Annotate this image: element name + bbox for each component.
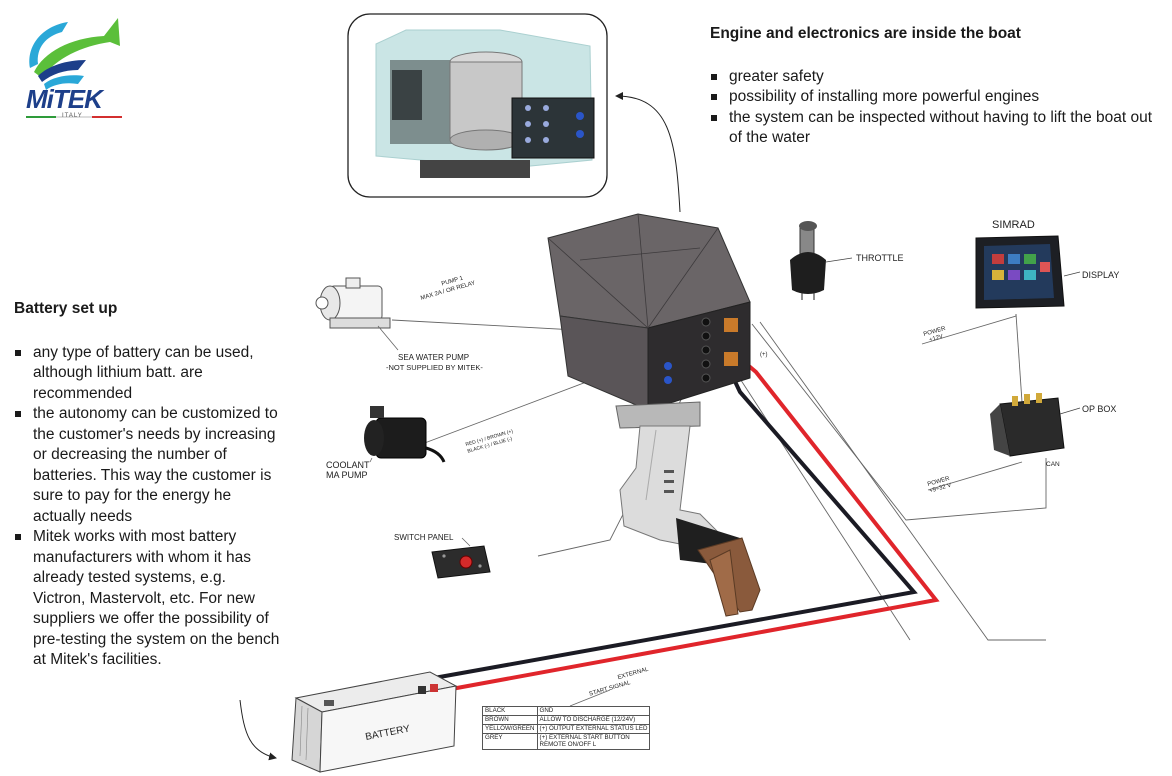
battery-unit <box>291 671 458 773</box>
battery-bullets: any type of battery can be used, althoug… <box>14 343 282 671</box>
coolant-pump <box>364 406 446 463</box>
brand-country: ITALY <box>62 113 83 119</box>
display-power-value: +12V <box>929 334 944 344</box>
mitek-logo-mark <box>26 18 122 118</box>
opbox-power-value: +9÷32 V <box>929 483 952 495</box>
battery-bullet: the autonomy can be customized to the cu… <box>14 404 282 527</box>
battery-info-block: Battery set up any type of battery can b… <box>14 299 282 671</box>
sea-water-pump <box>315 277 399 351</box>
can-label: CAN <box>1046 461 1060 468</box>
sea-water-pump-note: -NOT SUPPLIED BY MITEK- <box>386 363 483 372</box>
sea-water-pump-label: SEA WATER PUMP <box>398 353 469 362</box>
engine-bullet: the system can be inspected without havi… <box>710 108 1160 149</box>
drive-leg <box>619 425 761 617</box>
plus-label: (+) <box>760 352 768 358</box>
switch-panel <box>431 537 491 579</box>
wire-function-cell: (+) EXTERNAL START BUTTON REMOTE ON/OFF … <box>536 733 651 750</box>
engine-interior-inset <box>347 13 608 198</box>
simrad-display <box>975 235 1081 309</box>
wire-color-cell: BROWN <box>482 715 538 725</box>
coolant-pump-label: COOLANT <box>326 460 370 470</box>
display-label: DISPLAY <box>1082 270 1119 280</box>
external-signal-sub: START SIGNAL <box>589 680 632 698</box>
brand-name: MiTEK <box>26 84 103 114</box>
throttle-label: THROTTLE <box>856 253 904 263</box>
wire-function-cell: (+) OUTPUT EXTERNAL STATUS LED <box>536 724 651 734</box>
engine-info-block: Engine and electronics are inside the bo… <box>710 24 1160 149</box>
op-box-label: OP BOX <box>1082 404 1116 414</box>
table-row: YELLOW/GREEN (+) OUTPUT EXTERNAL STATUS … <box>482 724 651 734</box>
wire-color-table: BLACK GND BROWN ALLOW TO DISCHARGE (12/2… <box>482 706 651 750</box>
throttle-lever <box>790 221 853 300</box>
wire-function-cell: GND <box>536 706 651 716</box>
table-row: BLACK GND <box>482 706 651 716</box>
engine-unit <box>547 213 751 429</box>
wire-function-cell: ALLOW TO DISCHARGE (12/24V) <box>536 715 651 725</box>
table-row: GREY (+) EXTERNAL START BUTTON REMOTE ON… <box>482 733 651 750</box>
mitek-logo <box>24 12 124 124</box>
engine-bullet: greater safety <box>710 67 1160 88</box>
table-row: BROWN ALLOW TO DISCHARGE (12/24V) <box>482 715 651 725</box>
op-box <box>990 393 1081 457</box>
wire-color-cell: GREY <box>482 733 538 750</box>
battery-bullet: any type of battery can be used, althoug… <box>14 343 282 405</box>
coolant-pump-sub: MA PUMP <box>326 470 368 480</box>
battery-bullet: Mitek works with most battery manufactur… <box>14 527 282 671</box>
switch-panel-label: SWITCH PANEL <box>394 533 454 542</box>
engine-bullets: greater safety possibility of installing… <box>710 67 1160 149</box>
engine-bullet: possibility of installing more powerful … <box>710 87 1160 108</box>
wire-color-cell: YELLOW/GREEN <box>482 724 538 734</box>
simrad-label: SIMRAD <box>992 219 1035 231</box>
external-signal-label: EXTERNAL <box>617 666 650 681</box>
battery-heading: Battery set up <box>14 300 118 317</box>
engine-heading: Engine and electronics are inside the bo… <box>710 25 1021 42</box>
wire-color-cell: BLACK <box>482 706 538 716</box>
